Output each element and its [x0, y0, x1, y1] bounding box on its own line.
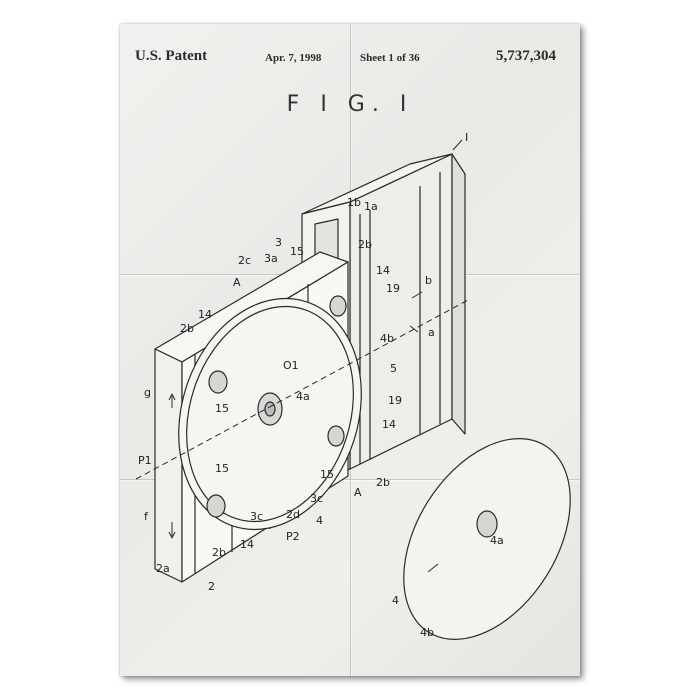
reference-label-l15d: 15	[320, 468, 334, 481]
reference-label-l2a: 2a	[156, 562, 170, 575]
reference-label-l1a: 1a	[364, 200, 378, 213]
reference-label-l3c_b: 3c	[250, 510, 263, 523]
reference-label-l15a: 15	[290, 245, 304, 258]
reference-label-l2d: 2d	[286, 508, 300, 521]
reference-label-l4b2: 4b	[420, 626, 434, 639]
figure-title: F I G. I	[286, 92, 414, 117]
reference-label-lA2: A	[354, 486, 362, 499]
sheet-number: Sheet 1 of 36	[360, 52, 420, 64]
reference-label-lP1: P1	[138, 454, 152, 467]
reference-label-l2b_c: 2b	[376, 476, 390, 489]
reference-label-l3c_a: 3c	[310, 492, 323, 505]
reference-label-l4a2: 4a	[490, 534, 504, 547]
reference-label-l2: 2	[208, 580, 215, 593]
reference-label-l14d: 14	[240, 538, 254, 551]
patent-date: Apr. 7, 1998	[265, 52, 322, 64]
reference-label-l3a: 3a	[264, 252, 278, 265]
reference-label-l14a: 14	[376, 264, 390, 277]
reference-label-l4a: 4a	[296, 390, 310, 403]
patent-number: 5,737,304	[496, 48, 556, 64]
reference-label-l4: 4	[316, 514, 323, 527]
reference-label-lg: g	[144, 386, 151, 399]
reference-label-la: a	[428, 326, 435, 339]
housing-block	[301, 153, 466, 470]
reference-label-l14c: 14	[382, 418, 396, 431]
reference-label-l4_2: 4	[392, 594, 399, 607]
reference-label-l4b: 4b	[380, 332, 394, 345]
reference-label-l2c: 2c	[238, 254, 251, 267]
rollers	[206, 295, 347, 518]
reference-label-l3: 3	[275, 236, 282, 249]
reference-label-l19b: 19	[388, 394, 402, 407]
patent-label: U.S. Patent	[135, 48, 208, 64]
reference-label-lA1: A	[233, 276, 241, 289]
reference-label-l2b_a: 2b	[358, 238, 372, 251]
reference-label-l15b: 15	[215, 402, 229, 415]
reference-label-l5: 5	[390, 362, 397, 375]
reference-label-lO1: O1	[283, 359, 299, 372]
patent-sheet: U.S. Patent Apr. 7, 1998 Sheet 1 of 36 5…	[120, 24, 580, 676]
reference-label-lb: b	[425, 274, 432, 287]
separate-disc	[403, 438, 571, 640]
arrows	[135, 139, 471, 573]
reference-label-lf: f	[144, 510, 149, 523]
reference-label-l15c: 15	[215, 462, 229, 475]
reference-label-l1: I	[465, 131, 468, 144]
reference-label-l2b_b: 2b	[180, 322, 194, 335]
reference-label-l1b: 1b	[347, 196, 361, 209]
reference-label-l2b_d: 2b	[212, 546, 226, 559]
reference-label-l14b: 14	[198, 308, 212, 321]
reference-label-lP2: P2	[286, 530, 300, 543]
reference-label-l19a: 19	[386, 282, 400, 295]
fold-crease-horizontal-2	[120, 479, 580, 480]
